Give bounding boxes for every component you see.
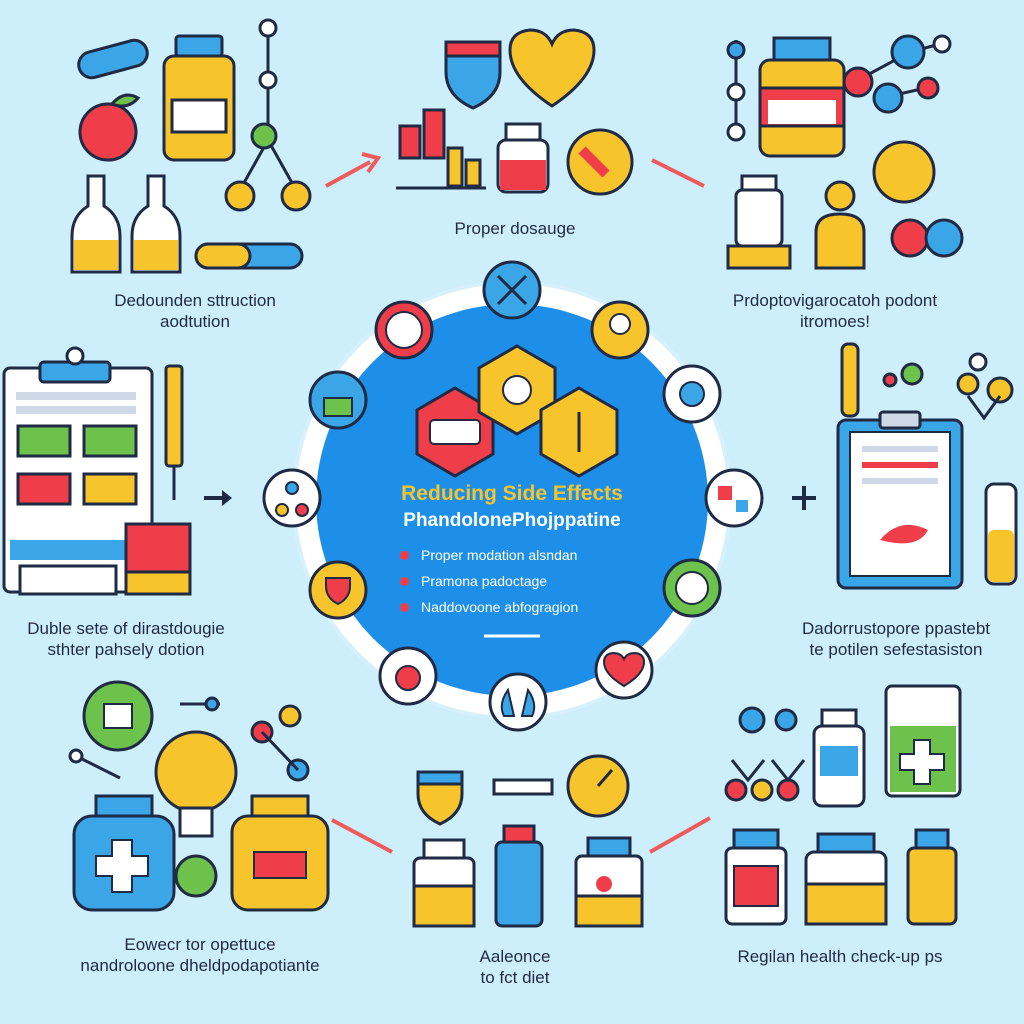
bullet-dot [400, 576, 409, 586]
molecule-icon [224, 18, 312, 212]
medicine-jar-icon [72, 794, 176, 912]
medicine-jar-icon [496, 122, 550, 194]
syringe-icon [164, 364, 184, 500]
doctor-icon [590, 300, 650, 360]
coin-icon [872, 140, 936, 204]
capsule-icon [77, 38, 149, 80]
hub-bullets: Proper modation alsndan Pramona padoctag… [400, 542, 640, 620]
bar-chart-icon [396, 108, 486, 190]
thermometer-icon [840, 342, 860, 418]
bullet-dot [400, 550, 409, 560]
vial-icon [70, 174, 182, 274]
clock-icon [566, 754, 630, 818]
kidney-icon [378, 646, 438, 706]
bullet-dot [400, 602, 409, 612]
test-tube-icon [984, 482, 1018, 586]
caption-bottom-center: Aaleonce to fct diet [479, 947, 551, 987]
hub-subtitle: PhandolonePhojppatine [403, 510, 621, 531]
patient-icon [308, 370, 368, 430]
hub-disc [316, 304, 708, 696]
lightbulb-icon [154, 730, 238, 838]
stethoscope-icon [662, 558, 722, 618]
hub-bullet: Pramona padoctage [400, 568, 640, 594]
pill-bottle-icon [758, 36, 846, 158]
caption-top-right: Prdoptovigarocatoh podont itromoes! [732, 291, 938, 331]
person-icon [814, 180, 866, 270]
sp-badge-icon [374, 300, 434, 360]
shield-icon [308, 560, 368, 620]
hub-bullet: Naddovoone abfogragion [400, 594, 640, 620]
caption-mid-right: Dadorrustopore ppastebt te potilen sefes… [801, 619, 991, 659]
caption-bottom-left: Eowecr tor opettuce nandroloone dheldpod… [80, 935, 320, 975]
molecule-icon [68, 696, 310, 782]
molecules-icon [262, 468, 322, 528]
lungs-icon [488, 672, 548, 732]
medicine-jar-icon [230, 794, 330, 912]
clipboard-icon [2, 346, 154, 594]
molecule-icon [842, 34, 952, 114]
apple-icon [78, 93, 141, 162]
small-bottle-icon [726, 174, 792, 270]
heart-care-icon [704, 468, 764, 528]
hub-bullet: Proper modation alsndan [400, 542, 640, 568]
molecule-icon [724, 706, 806, 802]
shield-icon [416, 770, 464, 826]
tools-icon [482, 260, 542, 320]
vial-icon [812, 708, 866, 808]
pill-bottle-icon [724, 828, 958, 926]
flow-arrow [204, 490, 232, 506]
molecule-icon [882, 352, 1014, 421]
hexagon-icon-group [415, 344, 619, 478]
pill-circle-icon [566, 128, 634, 196]
heart-icon [594, 640, 654, 700]
split-pills-icon [890, 218, 964, 258]
molecule-icon [726, 40, 746, 142]
shield-icon [444, 40, 502, 110]
pill-circle-icon [82, 680, 154, 752]
caption-top-center: Proper dosauge [454, 219, 576, 238]
heart-icon [508, 28, 596, 108]
stomach-icon [662, 364, 722, 424]
green-pill-icon [174, 854, 218, 898]
long-capsule-icon [194, 242, 304, 270]
first-aid-kit-icon [884, 684, 962, 798]
bone-icon [492, 778, 554, 796]
clipboard-icon [836, 410, 964, 590]
caption-top-left: Dedounden sttruction aodtution [114, 291, 276, 331]
pill-bottle-icon [162, 34, 236, 162]
caption-mid-left: Duble sete of dirastdougie sthter pahsel… [27, 619, 225, 659]
hub-title: Reducing Side Effects [401, 482, 623, 505]
medicine-box-icon [18, 522, 192, 596]
flow-arrow [792, 486, 816, 510]
caption-bottom-right: Regilan health check-up ps [737, 947, 943, 966]
bottle-group-icon [412, 824, 644, 928]
